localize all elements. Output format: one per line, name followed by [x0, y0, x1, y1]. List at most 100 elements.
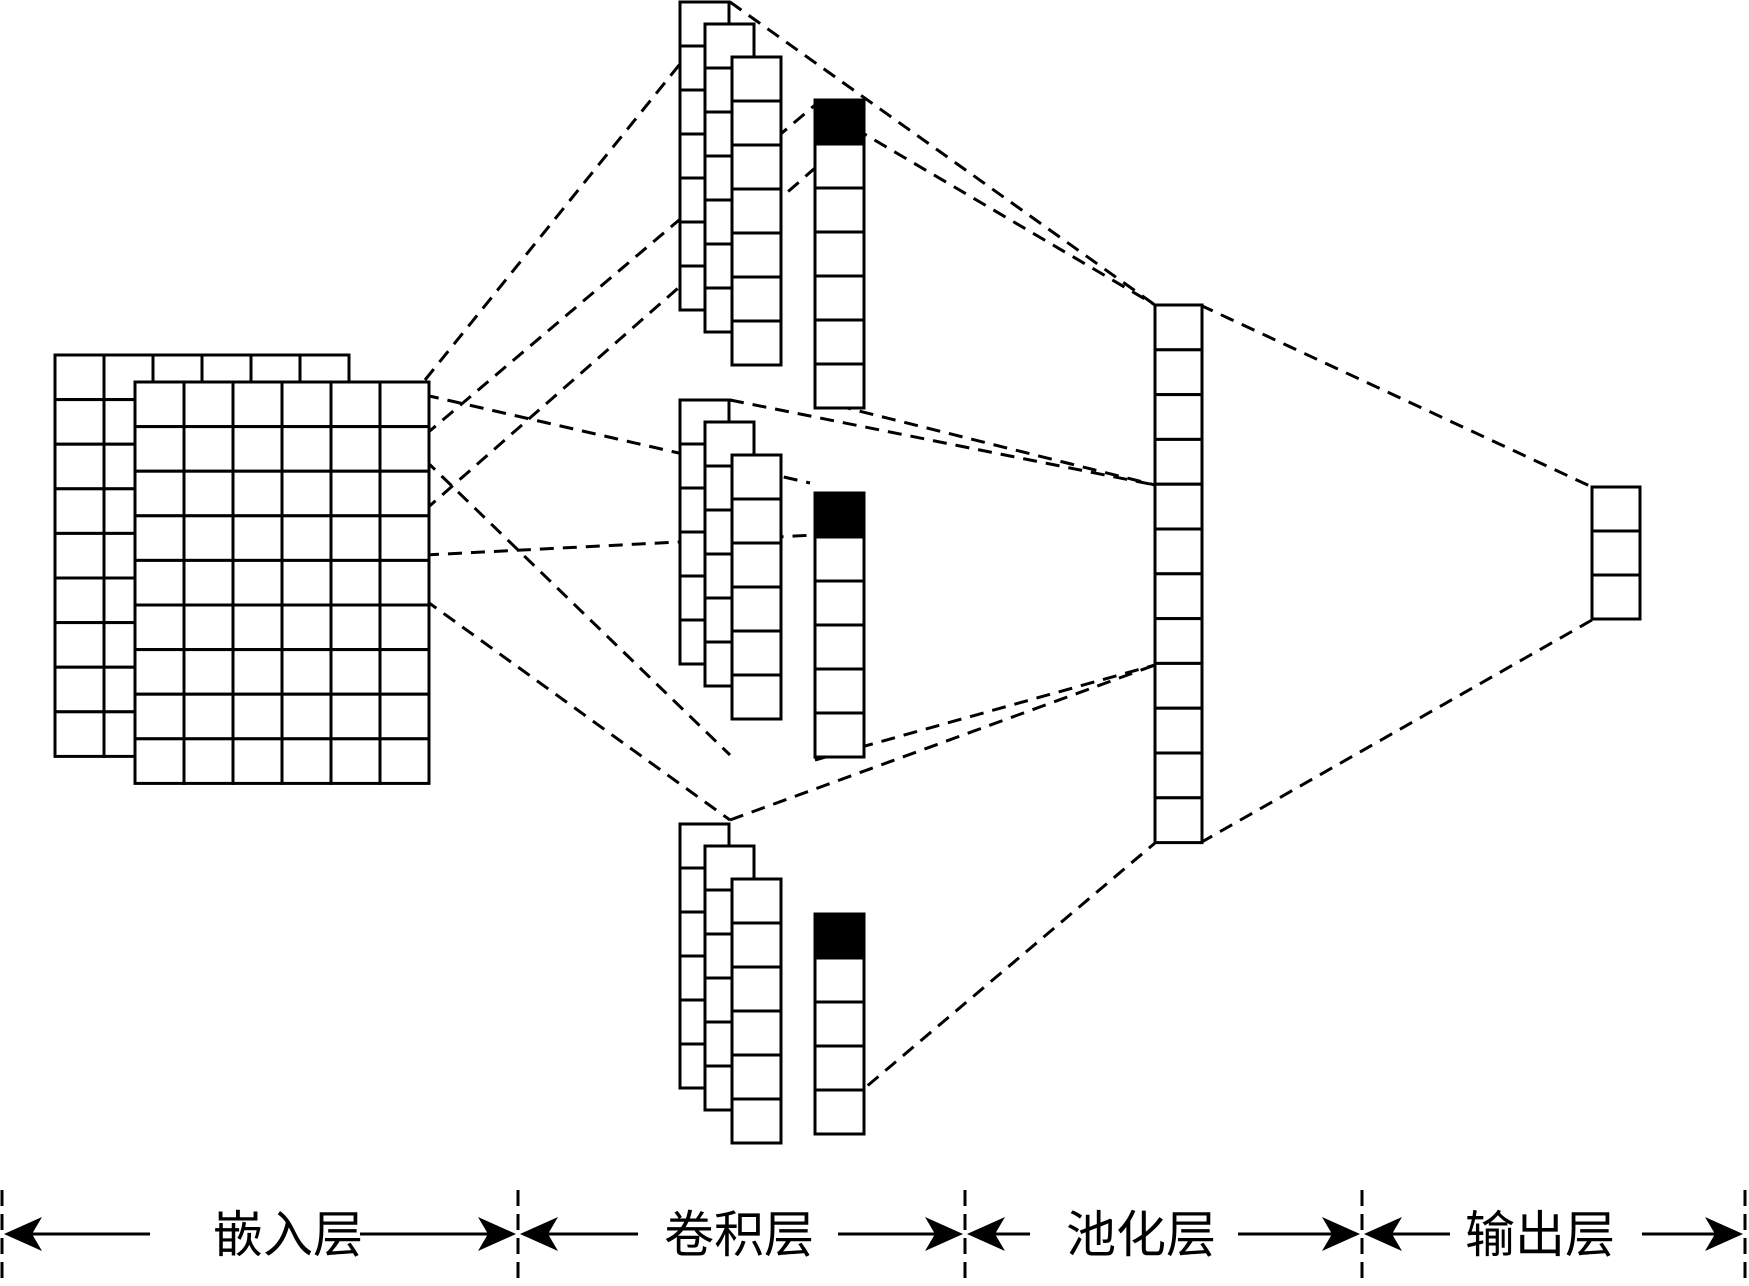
dashed-connector	[729, 663, 1156, 822]
grid-cell	[1153, 348, 1204, 397]
grid-cell	[1153, 796, 1204, 845]
grid-cell	[1153, 303, 1204, 352]
grid-cell	[182, 692, 235, 741]
connection-lines	[423, 0, 1593, 1132]
grid-cell	[182, 558, 235, 607]
highlight-cell	[813, 491, 866, 539]
grid-cell	[1153, 661, 1204, 710]
grid-cell	[813, 1044, 866, 1092]
grid-cell	[813, 956, 866, 1004]
layer-blocks	[53, 0, 1642, 1145]
grid-cell	[329, 692, 382, 741]
grid-cell	[1153, 482, 1204, 531]
grid-cell	[813, 535, 866, 583]
grid-cell	[133, 425, 186, 473]
grid-cell	[730, 55, 783, 103]
grid-cell	[730, 319, 783, 367]
grid-cell	[53, 665, 106, 714]
grid-cell	[813, 623, 866, 671]
grid-cell	[1153, 393, 1204, 441]
conv-group-2-filter-c	[730, 453, 783, 721]
grid-cell	[378, 469, 431, 518]
grid-cell	[329, 514, 382, 562]
grid-cell	[53, 576, 106, 625]
stage-labels: 嵌入层 卷积层 池化层 输出层	[213, 1206, 1615, 1264]
output-vector	[1590, 485, 1642, 621]
conv-group-3-filter-c	[730, 877, 783, 1145]
pooled-column-2	[813, 491, 866, 759]
grid-cell	[730, 231, 783, 279]
grid-cell	[813, 230, 866, 278]
arrow-right-head	[925, 1217, 963, 1251]
grid-cell	[231, 603, 284, 652]
grid-cell	[280, 603, 333, 652]
grid-cell	[182, 648, 235, 696]
dashed-connector	[1199, 618, 1593, 845]
stage-label-output: 输出层	[1465, 1206, 1615, 1264]
arrow-left-head	[4, 1217, 42, 1251]
grid-cell	[182, 514, 235, 562]
arrow-right-head	[1705, 1217, 1743, 1251]
grid-cell	[133, 648, 186, 696]
grid-cell	[813, 186, 866, 234]
grid-cell	[813, 1088, 866, 1136]
grid-cell	[730, 275, 783, 323]
grid-cell	[280, 425, 333, 473]
grid-cell	[730, 187, 783, 235]
grid-cell	[730, 143, 783, 191]
stage-label-pooling: 池化层	[1066, 1206, 1216, 1264]
grid-cell	[378, 603, 431, 652]
grid-cell	[231, 558, 284, 607]
grid-cell	[231, 692, 284, 741]
grid-cell	[1153, 437, 1204, 486]
grid-cell	[182, 469, 235, 518]
grid-cell	[378, 692, 431, 741]
grid-cell	[730, 1097, 783, 1145]
grid-cell	[1590, 529, 1642, 577]
grid-cell	[1153, 751, 1204, 800]
grid-cell	[1590, 573, 1642, 621]
grid-cell	[813, 579, 866, 627]
grid-cell	[813, 142, 866, 190]
grid-cell	[133, 692, 186, 741]
grid-cell	[730, 497, 783, 545]
grid-cell	[329, 425, 382, 473]
grid-cell	[231, 648, 284, 696]
grid-cell	[813, 667, 866, 715]
arrow-right-head	[1322, 1217, 1360, 1251]
grid-cell	[730, 965, 783, 1013]
dashed-connector	[424, 598, 731, 822]
grid-cell	[280, 648, 333, 696]
grid-cell	[378, 558, 431, 607]
dashed-connector	[424, 166, 816, 512]
grid-cell	[1153, 572, 1204, 621]
grid-cell	[53, 531, 106, 580]
grid-cell	[329, 648, 382, 696]
grid-cell	[133, 737, 186, 785]
grid-cell	[280, 737, 333, 785]
grid-cell	[1153, 617, 1204, 665]
grid-cell	[730, 1053, 783, 1101]
grid-cell	[730, 629, 783, 677]
grid-cell	[182, 425, 235, 473]
grid-cell	[53, 442, 106, 491]
grid-cell	[813, 274, 866, 322]
grid-cell	[1590, 485, 1642, 533]
grid-cell	[182, 603, 235, 652]
stage-axis	[0, 1190, 1747, 1285]
highlight-cell	[813, 98, 866, 146]
grid-cell	[813, 362, 866, 410]
arrow-left-head	[1364, 1217, 1402, 1251]
grid-cell	[329, 558, 382, 607]
grid-cell	[730, 673, 783, 721]
grid-cell	[231, 469, 284, 518]
grid-cell	[1153, 706, 1204, 755]
pooled-column-3	[813, 912, 866, 1136]
grid-cell	[378, 737, 431, 785]
grid-cell	[730, 877, 783, 925]
grid-cell	[53, 487, 106, 535]
grid-cell	[280, 692, 333, 741]
grid-cell	[703, 22, 756, 70]
dashed-connector	[814, 103, 1156, 307]
grid-cell	[133, 603, 186, 652]
